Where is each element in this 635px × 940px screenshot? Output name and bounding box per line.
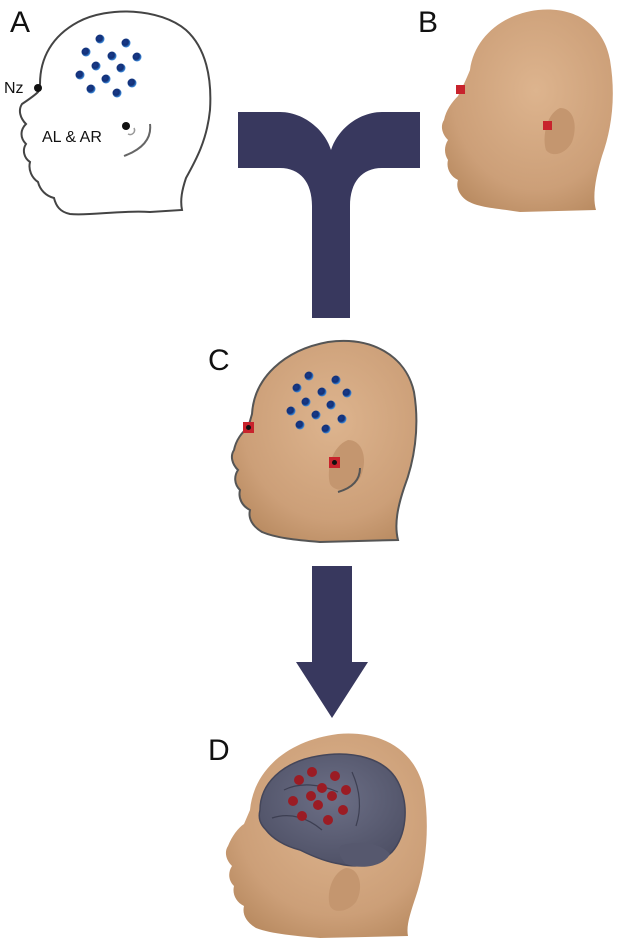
electrode-marker xyxy=(116,63,126,73)
electrode-marker xyxy=(311,410,321,420)
electrode-marker xyxy=(286,406,296,416)
ear-surface-d xyxy=(328,868,361,911)
cortex-electrode-marker xyxy=(341,785,351,795)
cortex-electrode-marker xyxy=(288,796,298,806)
electrode-marker xyxy=(342,388,352,398)
panel-b: B xyxy=(418,6,613,213)
brain-sulcus xyxy=(283,784,339,793)
cortex-electrode-marker xyxy=(317,783,327,793)
electrode-marker xyxy=(321,424,331,434)
cortex-electrode-marker xyxy=(297,811,307,821)
panel-c: C xyxy=(208,340,418,544)
brain-sulcus xyxy=(351,771,361,827)
panel-c-letter: C xyxy=(208,344,230,377)
electrode-marker xyxy=(317,387,327,397)
cortex-electrode-marker xyxy=(306,791,316,801)
electrode-marker xyxy=(95,34,105,44)
electrode-marker xyxy=(304,371,314,381)
cortex-electrode-cluster xyxy=(288,767,351,825)
electrode-marker xyxy=(127,78,137,88)
panel-d-letter: D xyxy=(208,734,230,767)
down-arrow xyxy=(296,566,368,718)
cortex-electrode-marker xyxy=(323,815,333,825)
electrode-marker xyxy=(86,84,96,94)
preauricular-landmark xyxy=(122,122,130,130)
cortex-electrode-marker xyxy=(313,800,323,810)
electrode-marker xyxy=(337,414,347,424)
electrode-marker xyxy=(107,51,117,61)
nasion-landmark xyxy=(246,425,251,430)
nasion-fiducial-marker xyxy=(456,85,465,94)
electrode-marker xyxy=(112,88,122,98)
panel-a: A Nz AL & AR xyxy=(4,6,212,216)
electrode-cluster-a xyxy=(75,34,142,98)
cortex-electrode-marker xyxy=(327,791,337,801)
electrode-marker xyxy=(101,74,111,84)
head-surface-b xyxy=(441,9,613,213)
cerebellum-surface xyxy=(339,842,390,867)
cortex-electrode-marker xyxy=(307,767,317,777)
electrode-marker xyxy=(292,383,302,393)
preauricular-landmark xyxy=(332,460,337,465)
panel-b-letter: B xyxy=(418,6,438,39)
electrode-marker xyxy=(75,70,85,80)
electrode-marker xyxy=(326,400,336,410)
head-outline-sketch xyxy=(18,10,212,216)
preauricular-fiducial-marker xyxy=(543,121,552,130)
electrode-marker xyxy=(295,420,305,430)
ear-inner-sketch xyxy=(127,127,136,136)
merge-arrow xyxy=(238,112,420,318)
electrode-marker xyxy=(331,375,341,385)
ear-curve-c xyxy=(337,467,361,493)
head-surface-c xyxy=(230,340,418,544)
panel-a-letter: A xyxy=(10,6,30,39)
panel-d: D xyxy=(208,733,427,938)
cortex-electrode-marker xyxy=(338,805,348,815)
cortex-electrode-marker xyxy=(294,775,304,785)
ear-surface-c xyxy=(328,440,364,490)
electrode-marker xyxy=(81,47,91,57)
electrode-marker xyxy=(301,397,311,407)
cortex-electrode-marker xyxy=(330,771,340,781)
nasion-label: Nz xyxy=(4,80,24,97)
nasion-landmark xyxy=(34,84,42,92)
electrode-marker xyxy=(91,61,101,71)
ear-surface-b xyxy=(544,108,575,155)
ear-outline-sketch xyxy=(123,123,152,157)
electrode-marker xyxy=(132,52,142,62)
preauricular-label: AL & AR xyxy=(42,129,102,146)
electrode-cluster-c xyxy=(286,371,352,434)
electrode-marker xyxy=(121,38,131,48)
